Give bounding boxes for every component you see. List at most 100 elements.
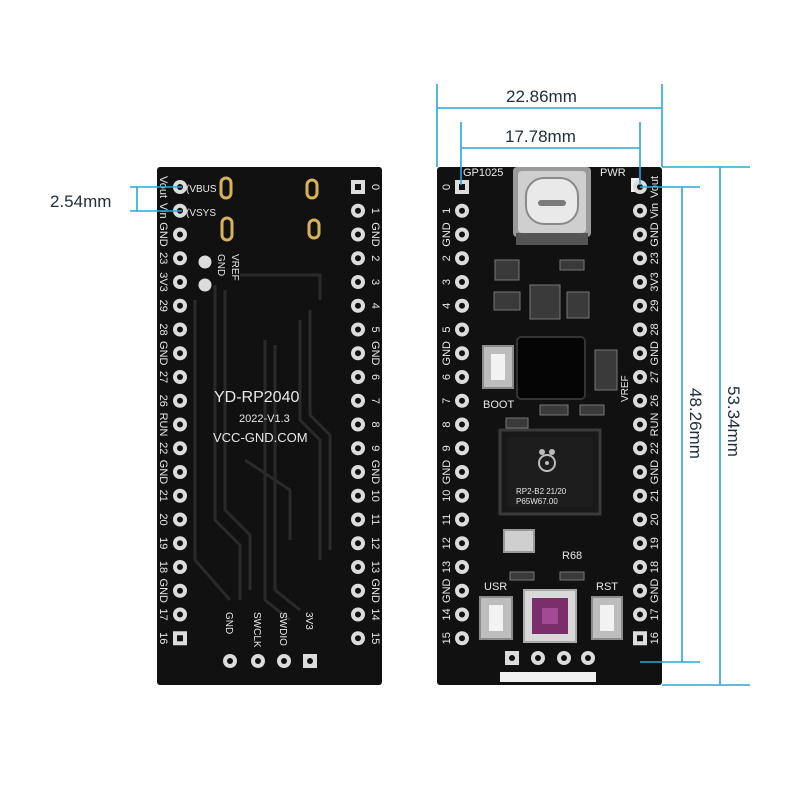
front-debug-header [505, 651, 595, 665]
pin-label: 21 [649, 490, 661, 502]
pin-label: GND [369, 341, 381, 366]
chip-marking-line2: P65W67.00 [516, 497, 558, 506]
inner-vref-label: VREF [229, 254, 240, 281]
row-spacing-dimension: 17.78mm [505, 127, 576, 146]
boot-button[interactable] [482, 345, 514, 389]
pad-hole [177, 255, 183, 262]
back-right-pin-header [351, 180, 365, 646]
pad-hole [637, 540, 643, 547]
pin-label: 1 [369, 208, 381, 214]
pad-hole [177, 611, 183, 618]
pad-hole [355, 374, 361, 380]
pin-label: 6 [441, 374, 453, 380]
pin-label: 21 [157, 490, 169, 502]
debug-pin-label: GND [223, 612, 234, 634]
mount-slot-pad [307, 218, 321, 240]
pin-label: GND [649, 222, 661, 247]
pad-hole [637, 469, 643, 475]
pad-hole [355, 516, 361, 523]
pin-label: 20 [649, 513, 661, 525]
pin-label: 2 [369, 255, 381, 261]
pin-label: 0 [441, 184, 453, 190]
pad-hole [509, 655, 515, 661]
pad-hole [355, 207, 361, 214]
pad-hole [227, 658, 233, 664]
pad-hole [177, 469, 183, 475]
rst-button[interactable] [591, 596, 623, 640]
pin-label: 18 [157, 561, 169, 573]
pin-label: 29 [157, 300, 169, 312]
pad-hole [355, 279, 361, 285]
pin-label: 4 [369, 303, 381, 309]
pin-label: GND [369, 222, 381, 247]
pad-hole [459, 279, 465, 285]
pad-hole [459, 350, 465, 357]
mount-slot-pad [305, 178, 319, 200]
pad-hole [177, 326, 183, 333]
board-width-dimension: 22.86mm [506, 87, 577, 106]
pad-hole [355, 421, 361, 428]
pad-hole [355, 231, 361, 238]
pad-hole [637, 587, 643, 594]
regulator-chip [516, 336, 586, 400]
pin-label: 14 [441, 608, 453, 620]
front-board: GP1025 PWR 01GND2345GND6789GND10111213GN… [437, 167, 662, 685]
rgb-led [523, 589, 577, 643]
pad-hole [459, 564, 465, 570]
debug-pin-label: SWDIO [277, 612, 288, 646]
pad-hole [355, 445, 361, 452]
pad-hole [459, 587, 465, 594]
pin-label: 27 [157, 371, 169, 383]
pin-span-dimension: 48.26mm [686, 388, 705, 459]
boot-label: BOOT [483, 399, 514, 411]
pad-hole [355, 326, 361, 333]
pad-hole [177, 421, 183, 428]
pin-label: RUN [157, 413, 169, 437]
pad-hole [177, 350, 183, 357]
pad-hole [459, 231, 465, 238]
front-right-pin-header [633, 180, 647, 646]
pin-label: 19 [649, 537, 661, 549]
pin-label: Vin [649, 203, 661, 219]
pad-hole [177, 587, 183, 594]
pin-label: 6 [369, 374, 381, 380]
pin-label: 9 [441, 445, 453, 451]
pin-label: 3 [369, 279, 381, 285]
pad-hole [355, 255, 361, 262]
pad-hole [355, 350, 361, 357]
pin-label: 22 [649, 442, 661, 454]
inner-gnd-pad [198, 255, 212, 269]
pin-label: 13 [369, 561, 381, 573]
usb-c-connector [513, 167, 591, 245]
debug-pin-label: SWCLK [251, 612, 262, 648]
pad-hole [459, 184, 465, 190]
rst-label: RST [596, 581, 618, 593]
pin-label: GND [369, 579, 381, 604]
front-right-pin-labels: VoutVinGND233V32928GND2726RUN22GND212019… [649, 176, 661, 644]
pad-hole [585, 655, 591, 661]
pad-hole [459, 421, 465, 428]
pin-label: 10 [441, 490, 453, 502]
pad-hole [355, 397, 361, 404]
pad-hole [637, 635, 643, 642]
pin-label: 26 [649, 395, 661, 407]
pad-hole [459, 611, 465, 618]
pad-hole [459, 374, 465, 380]
pin-label: 3 [441, 279, 453, 285]
pad-hole [281, 658, 287, 664]
pad-hole [307, 658, 313, 664]
pin-label: 16 [157, 632, 169, 644]
pad-hole [459, 445, 465, 452]
pin-label: 17 [157, 608, 169, 620]
pad-hole [459, 397, 465, 404]
usr-button[interactable] [479, 596, 513, 640]
pad-hole [637, 255, 643, 262]
pad-hole [637, 397, 643, 404]
pad-hole [355, 184, 361, 190]
pad-hole [177, 374, 183, 380]
pad-hole [177, 445, 183, 452]
pad-hole [355, 540, 361, 547]
raspberry-pi-logo-icon [538, 449, 556, 472]
pin-label: GND [649, 341, 661, 366]
